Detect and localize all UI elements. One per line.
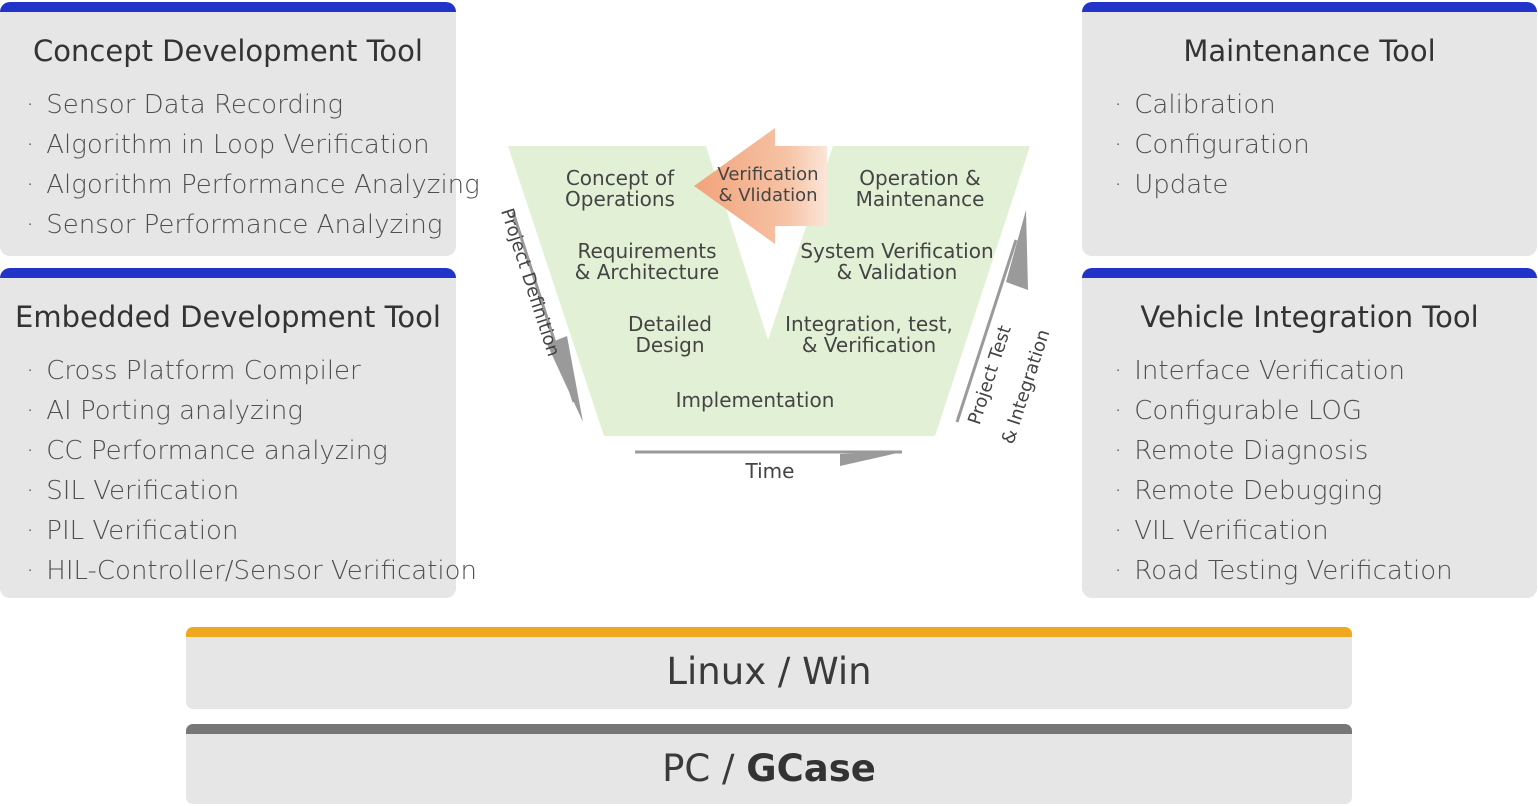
operation-maintenance-label: Operation & Maintenance (855, 166, 985, 211)
feature-list: Calibration Configuration Update (1114, 85, 1310, 205)
list-item: HIL-Controller/Sensor Verification (26, 551, 477, 591)
card-title: Vehicle Integration Tool (1140, 300, 1479, 334)
project-definition-arrowhead (547, 336, 583, 422)
list-item: Sensor Performance Analyzing (26, 205, 480, 245)
list-item: Remote Diagnosis (1114, 431, 1453, 471)
time-arrowhead (840, 452, 902, 466)
requirements-architecture-label: Requirements & Architecture (574, 239, 720, 284)
card-title: Concept Development Tool (33, 34, 423, 68)
list-item: Road Testing Verification (1114, 551, 1452, 591)
list-item: SIL Verification (26, 471, 477, 511)
maintenance-tool-card: Maintenance Tool Calibration Configurati… (1082, 2, 1537, 256)
project-test-arrowhead (1006, 210, 1028, 290)
list-item: Cross Platform Compiler (26, 351, 477, 391)
list-item: CC Performance analyzing (26, 431, 477, 471)
concept-of-operations-label: Concept of Operations (565, 166, 675, 211)
hardware-platform-bar: PC / GCase (186, 724, 1352, 804)
list-item: AI Porting analyzing (26, 391, 477, 431)
list-item: Configuration (1114, 125, 1309, 165)
list-item: Configurable LOG (1114, 391, 1453, 431)
list-item: Remote Debugging (1114, 471, 1453, 511)
embedded-development-tool-card: Embedded Development Tool Cross Platform… (0, 268, 477, 598)
list-item: PIL Verification (26, 511, 477, 551)
v-model-shape (508, 146, 1030, 436)
feature-list: Sensor Data Recording Algorithm in Loop … (26, 85, 480, 245)
card-title: Embedded Development Tool (15, 300, 441, 334)
list-item: Algorithm Performance Analyzing (26, 165, 479, 205)
feature-list: Cross Platform Compiler AI Porting analy… (26, 351, 477, 591)
implementation-label: Implementation (675, 388, 835, 412)
list-item: VIL Verification (1114, 511, 1453, 551)
feature-list: Interface Verification Configurable LOG … (1114, 351, 1453, 591)
vehicle-integration-tool-card: Vehicle Integration Tool Interface Verif… (1082, 268, 1537, 598)
hardware-brand: GCase (746, 747, 876, 790)
verification-validation-label: Verification & Vlidation (717, 164, 819, 206)
list-item: Calibration (1114, 85, 1310, 125)
hardware-prefix: PC / (662, 747, 747, 790)
project-test-axis-line (955, 239, 1018, 423)
card-title: Maintenance Tool (1183, 34, 1436, 68)
list-item: Sensor Data Recording (26, 85, 480, 125)
system-verification-label: System Verification & Validation (800, 239, 994, 284)
list-item: Update (1114, 165, 1310, 205)
list-item: Algorithm in Loop Verification (26, 125, 480, 165)
verification-arrow (694, 128, 827, 244)
os-platform-bar: Linux / Win (186, 627, 1352, 709)
list-item: Interface Verification (1114, 351, 1453, 391)
os-label: Linux / Win (666, 650, 872, 693)
time-axis-label: Time (745, 459, 795, 483)
concept-development-tool-card: Concept Development Tool Sensor Data Rec… (0, 2, 480, 256)
detailed-design-label: Detailed Design (628, 312, 712, 357)
integration-test-verification-label: Integration, test, & Verification (785, 312, 953, 357)
